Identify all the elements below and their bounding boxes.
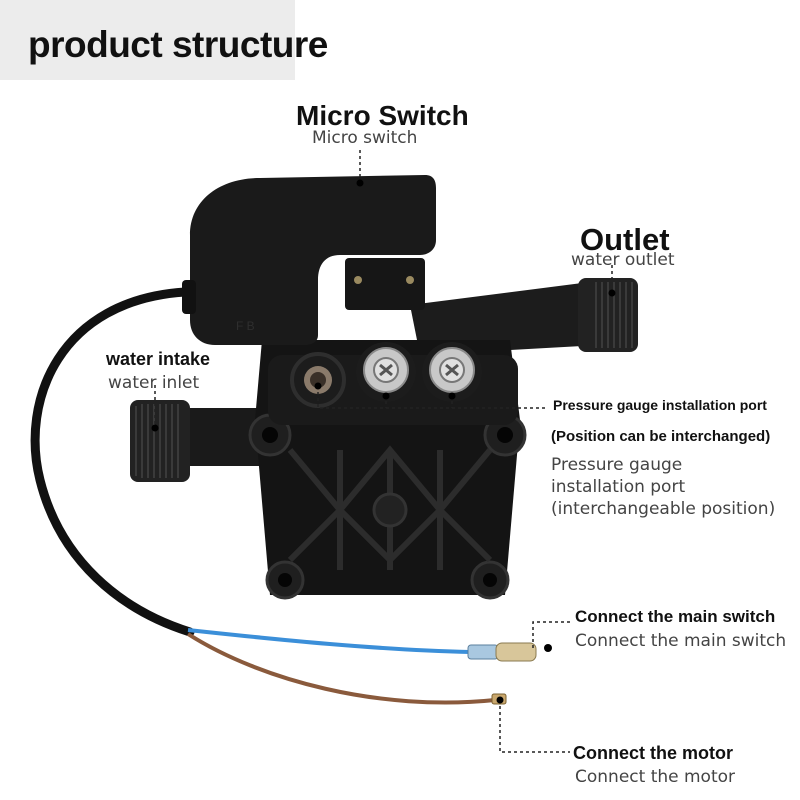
title-banner xyxy=(0,0,295,80)
main-switch-label: Connect the main switch xyxy=(575,607,776,626)
water-inlet-pipe xyxy=(130,400,265,482)
pressure-gauge-label: Pressure gauge installation port xyxy=(553,397,767,413)
motor-sublabel: Connect the motor xyxy=(575,767,736,787)
motor-label: Connect the motor xyxy=(573,743,733,763)
blue-wire xyxy=(187,628,471,654)
outlet-sublabel: water outlet xyxy=(571,250,675,270)
pressure-gauge-sublabel-1: Pressure gauge xyxy=(551,455,683,475)
micro-switch-label: Micro Switch xyxy=(296,100,469,131)
black-cable xyxy=(30,287,195,637)
pressure-gauge-note: (Position can be interchanged) xyxy=(551,428,771,445)
pressure-gauge-sublabel-2: installation port xyxy=(551,477,686,497)
micro-switch-sublabel: Micro switch xyxy=(312,128,418,148)
svg-text:F B: F B xyxy=(236,319,255,333)
page-title: product structure xyxy=(28,24,328,65)
pressure-gauge-sublabel-3: (interchangeable position) xyxy=(551,499,776,519)
gauge-port-plug-1 xyxy=(356,342,416,402)
leader-dots xyxy=(151,179,616,704)
micro-switch-housing: F B xyxy=(182,175,436,345)
main-switch-terminal xyxy=(467,642,537,662)
main-switch-sublabel: Connect the main switch xyxy=(575,631,787,651)
water-intake-label: water intake xyxy=(106,349,211,369)
gauge-port-plug-2 xyxy=(422,342,482,402)
water-outlet-pipe xyxy=(410,278,638,355)
brown-wire xyxy=(186,632,496,705)
outlet-label: Outlet xyxy=(580,222,670,257)
water-intake-sublabel: water inlet xyxy=(108,373,200,393)
